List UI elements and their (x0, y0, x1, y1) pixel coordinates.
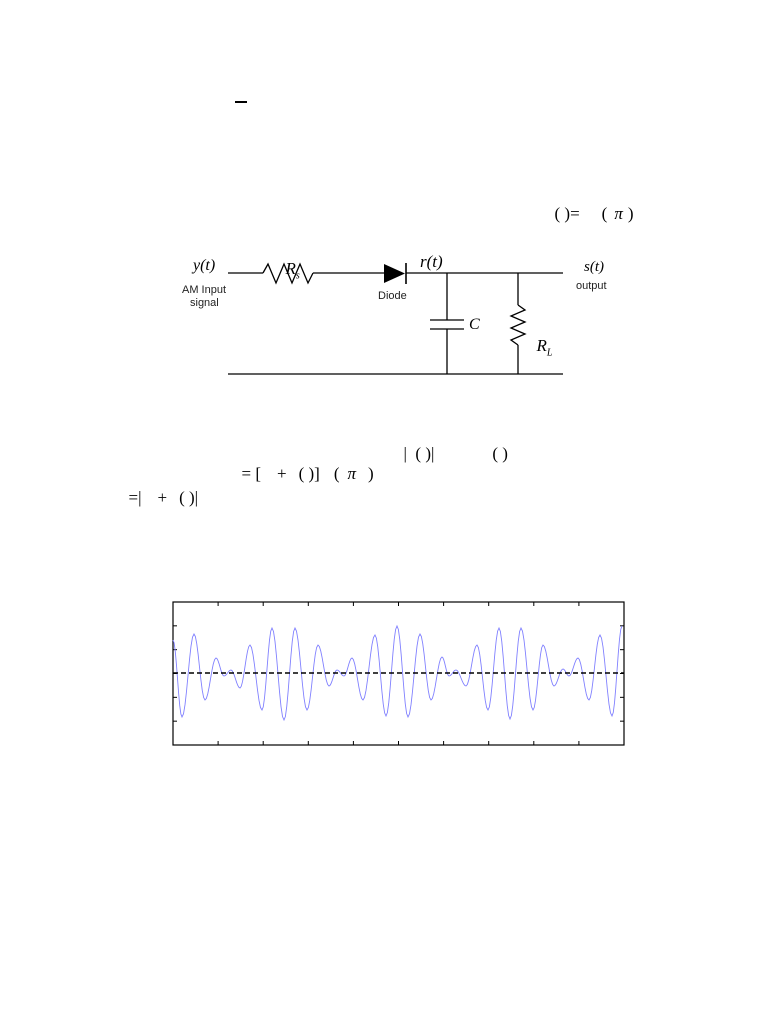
carrier-equals: = (570, 204, 580, 223)
arg-close: ) (368, 464, 374, 483)
arg-open: ( (333, 464, 340, 483)
carrier-arg-open: ( (601, 204, 608, 223)
input-caption-2: signal (190, 297, 219, 309)
rl-subscript: L (546, 347, 553, 359)
rl-label: RL (528, 316, 553, 359)
carrier-pi: π (614, 204, 623, 223)
carrier-arg-close: ) (627, 204, 634, 223)
diode-icon (384, 264, 405, 283)
parens-bracket: ( )] (298, 464, 320, 483)
carrier-definition: ( )= ( π) (546, 184, 634, 224)
diode-label: Diode (378, 290, 407, 302)
output-caption: output (576, 280, 607, 292)
input-label: y(t) (193, 257, 216, 274)
equation-line2: =| + ( )| (120, 468, 199, 508)
abs-parens: | ( )| (403, 444, 435, 463)
plus-sign: + (277, 464, 287, 483)
pi-symbol: π (347, 464, 357, 483)
equals-bracket: = [ (241, 464, 262, 483)
am-signal-curve (172, 624, 623, 722)
fraction-bar (235, 101, 247, 103)
rs-letter: R (285, 259, 296, 278)
equation-line1-right: | ( )| ( ) (395, 424, 508, 464)
carrier-lhs-parens: ( ) (554, 204, 571, 223)
capacitor-label: C (469, 316, 480, 333)
parens-abs: ( )| (179, 488, 199, 507)
resistor-rl (509, 304, 527, 346)
rl-letter: R (536, 336, 547, 355)
envelope-detector-circuit (228, 262, 563, 375)
equation-line1: = [ + ( )] ( π) (233, 444, 374, 484)
plus-sign: + (157, 488, 168, 507)
input-caption-1: AM Input (182, 284, 227, 296)
rs-subscript: s (295, 270, 300, 282)
resistor-rs (262, 262, 314, 285)
output-label: s(t) (584, 259, 604, 275)
equals-abs: =| (128, 488, 142, 507)
parens: ( ) (492, 444, 508, 463)
node-label: r(t) (420, 252, 443, 271)
rs-label: Rs (277, 239, 300, 281)
